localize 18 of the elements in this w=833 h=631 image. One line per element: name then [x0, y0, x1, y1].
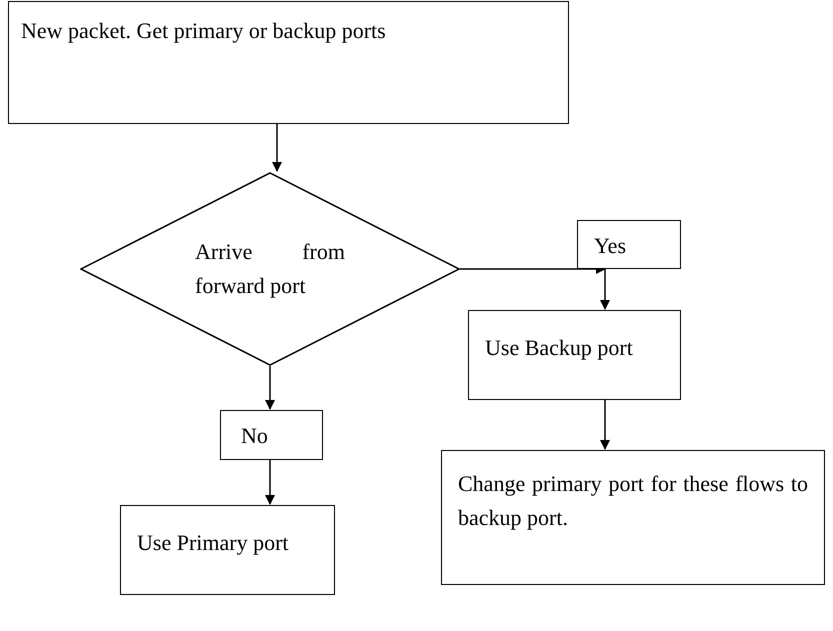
process-box	[577, 220, 681, 269]
box-text: Use Backup port	[485, 334, 634, 362]
arrow	[265, 460, 275, 505]
process-box	[220, 410, 323, 460]
arrow	[265, 366, 275, 410]
box-text: Yes	[594, 232, 628, 260]
arrow	[272, 124, 282, 172]
process-box	[8, 1, 569, 124]
arrow	[600, 269, 610, 310]
box-text: Use Primary port	[137, 529, 290, 557]
process-box	[441, 450, 825, 585]
process-box	[468, 310, 681, 400]
box-text: Change primary port for these flows to backup port.	[458, 470, 808, 532]
decision-text: Arrive from forward port	[195, 238, 345, 300]
box-text: No	[241, 422, 269, 450]
box-text: New packet. Get primary or backup ports	[21, 17, 387, 45]
arrow	[600, 400, 610, 450]
process-box	[120, 505, 335, 595]
